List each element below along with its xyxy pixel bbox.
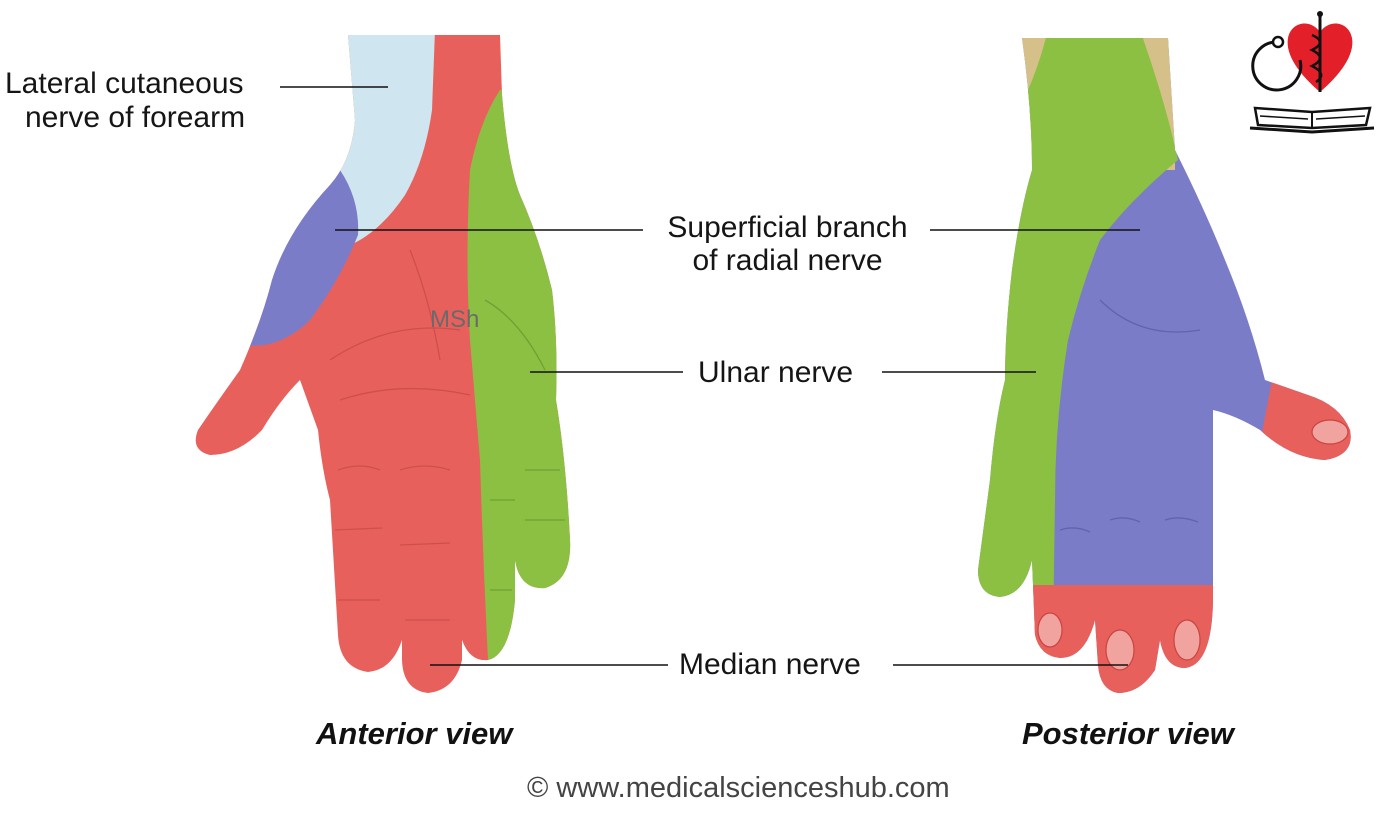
label-superficial-radial-line2: of radial nerve	[692, 244, 883, 277]
copyright-text: © www.medicalscienceshub.com	[527, 772, 950, 804]
label-superficial-radial-line1: Superficial branch	[667, 211, 908, 244]
leader-lines	[280, 86, 1140, 666]
ulnar-region-anterior	[467, 90, 571, 660]
label-lateral-cutaneous-line2: nerve of forearm	[25, 101, 246, 134]
caption-posterior-view: Posterior view	[1022, 716, 1234, 751]
label-median-nerve: Median nerve	[679, 648, 861, 681]
watermark-text: MSh	[430, 306, 479, 333]
caption-anterior-view: Anterior view	[316, 716, 513, 751]
heart-caduceus-book-logo	[1249, 11, 1375, 134]
label-lateral-cutaneous-line1: Lateral cutaneous	[5, 67, 244, 100]
label-ulnar-nerve: Ulnar nerve	[698, 356, 854, 389]
